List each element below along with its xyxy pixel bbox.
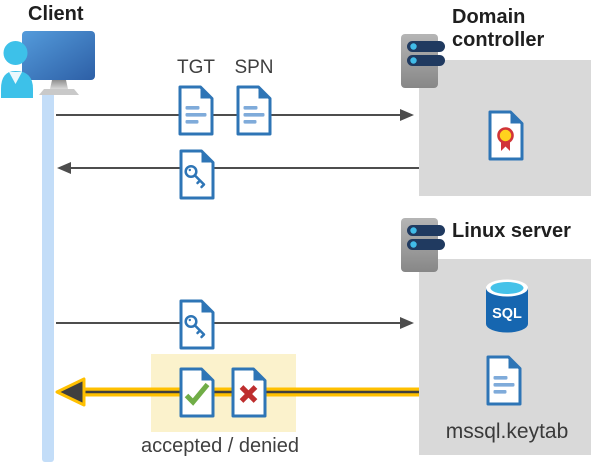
return-ticket-arrow — [57, 162, 419, 174]
denied-cross-document-icon — [231, 367, 267, 418]
client-icon — [1, 31, 95, 98]
monitor-icon — [22, 31, 95, 80]
spn-document-icon — [236, 85, 272, 136]
domain-controller-server-icon — [401, 34, 445, 88]
monitor-base — [39, 89, 79, 95]
spn-label: SPN — [234, 57, 274, 78]
present-ticket-arrow — [56, 317, 414, 329]
monitor-stand — [50, 80, 68, 89]
sql-badge-text: SQL — [492, 306, 522, 322]
linux-server-label: Linux server — [452, 220, 571, 242]
person-icon — [1, 41, 33, 98]
tgt-document-icon — [178, 85, 214, 136]
keytab-label: mssql.keytab — [445, 420, 569, 443]
tgt-label: TGT — [177, 57, 215, 78]
keytab-document-icon — [486, 355, 522, 406]
client-lifeline — [42, 90, 54, 462]
certificate-document-icon — [488, 110, 524, 161]
result-label: accepted / denied — [141, 435, 299, 457]
domain-controller-label: Domain controller — [452, 6, 545, 51]
presented-key-document-icon — [179, 299, 215, 350]
accepted-check-document-icon — [179, 367, 215, 418]
client-label: Client — [28, 3, 84, 25]
request-tgt-spn-arrow — [56, 109, 414, 121]
ticket-key-document-icon — [179, 149, 215, 200]
sql-database-icon: SQL — [486, 279, 528, 333]
linux-server-icon — [401, 218, 445, 272]
